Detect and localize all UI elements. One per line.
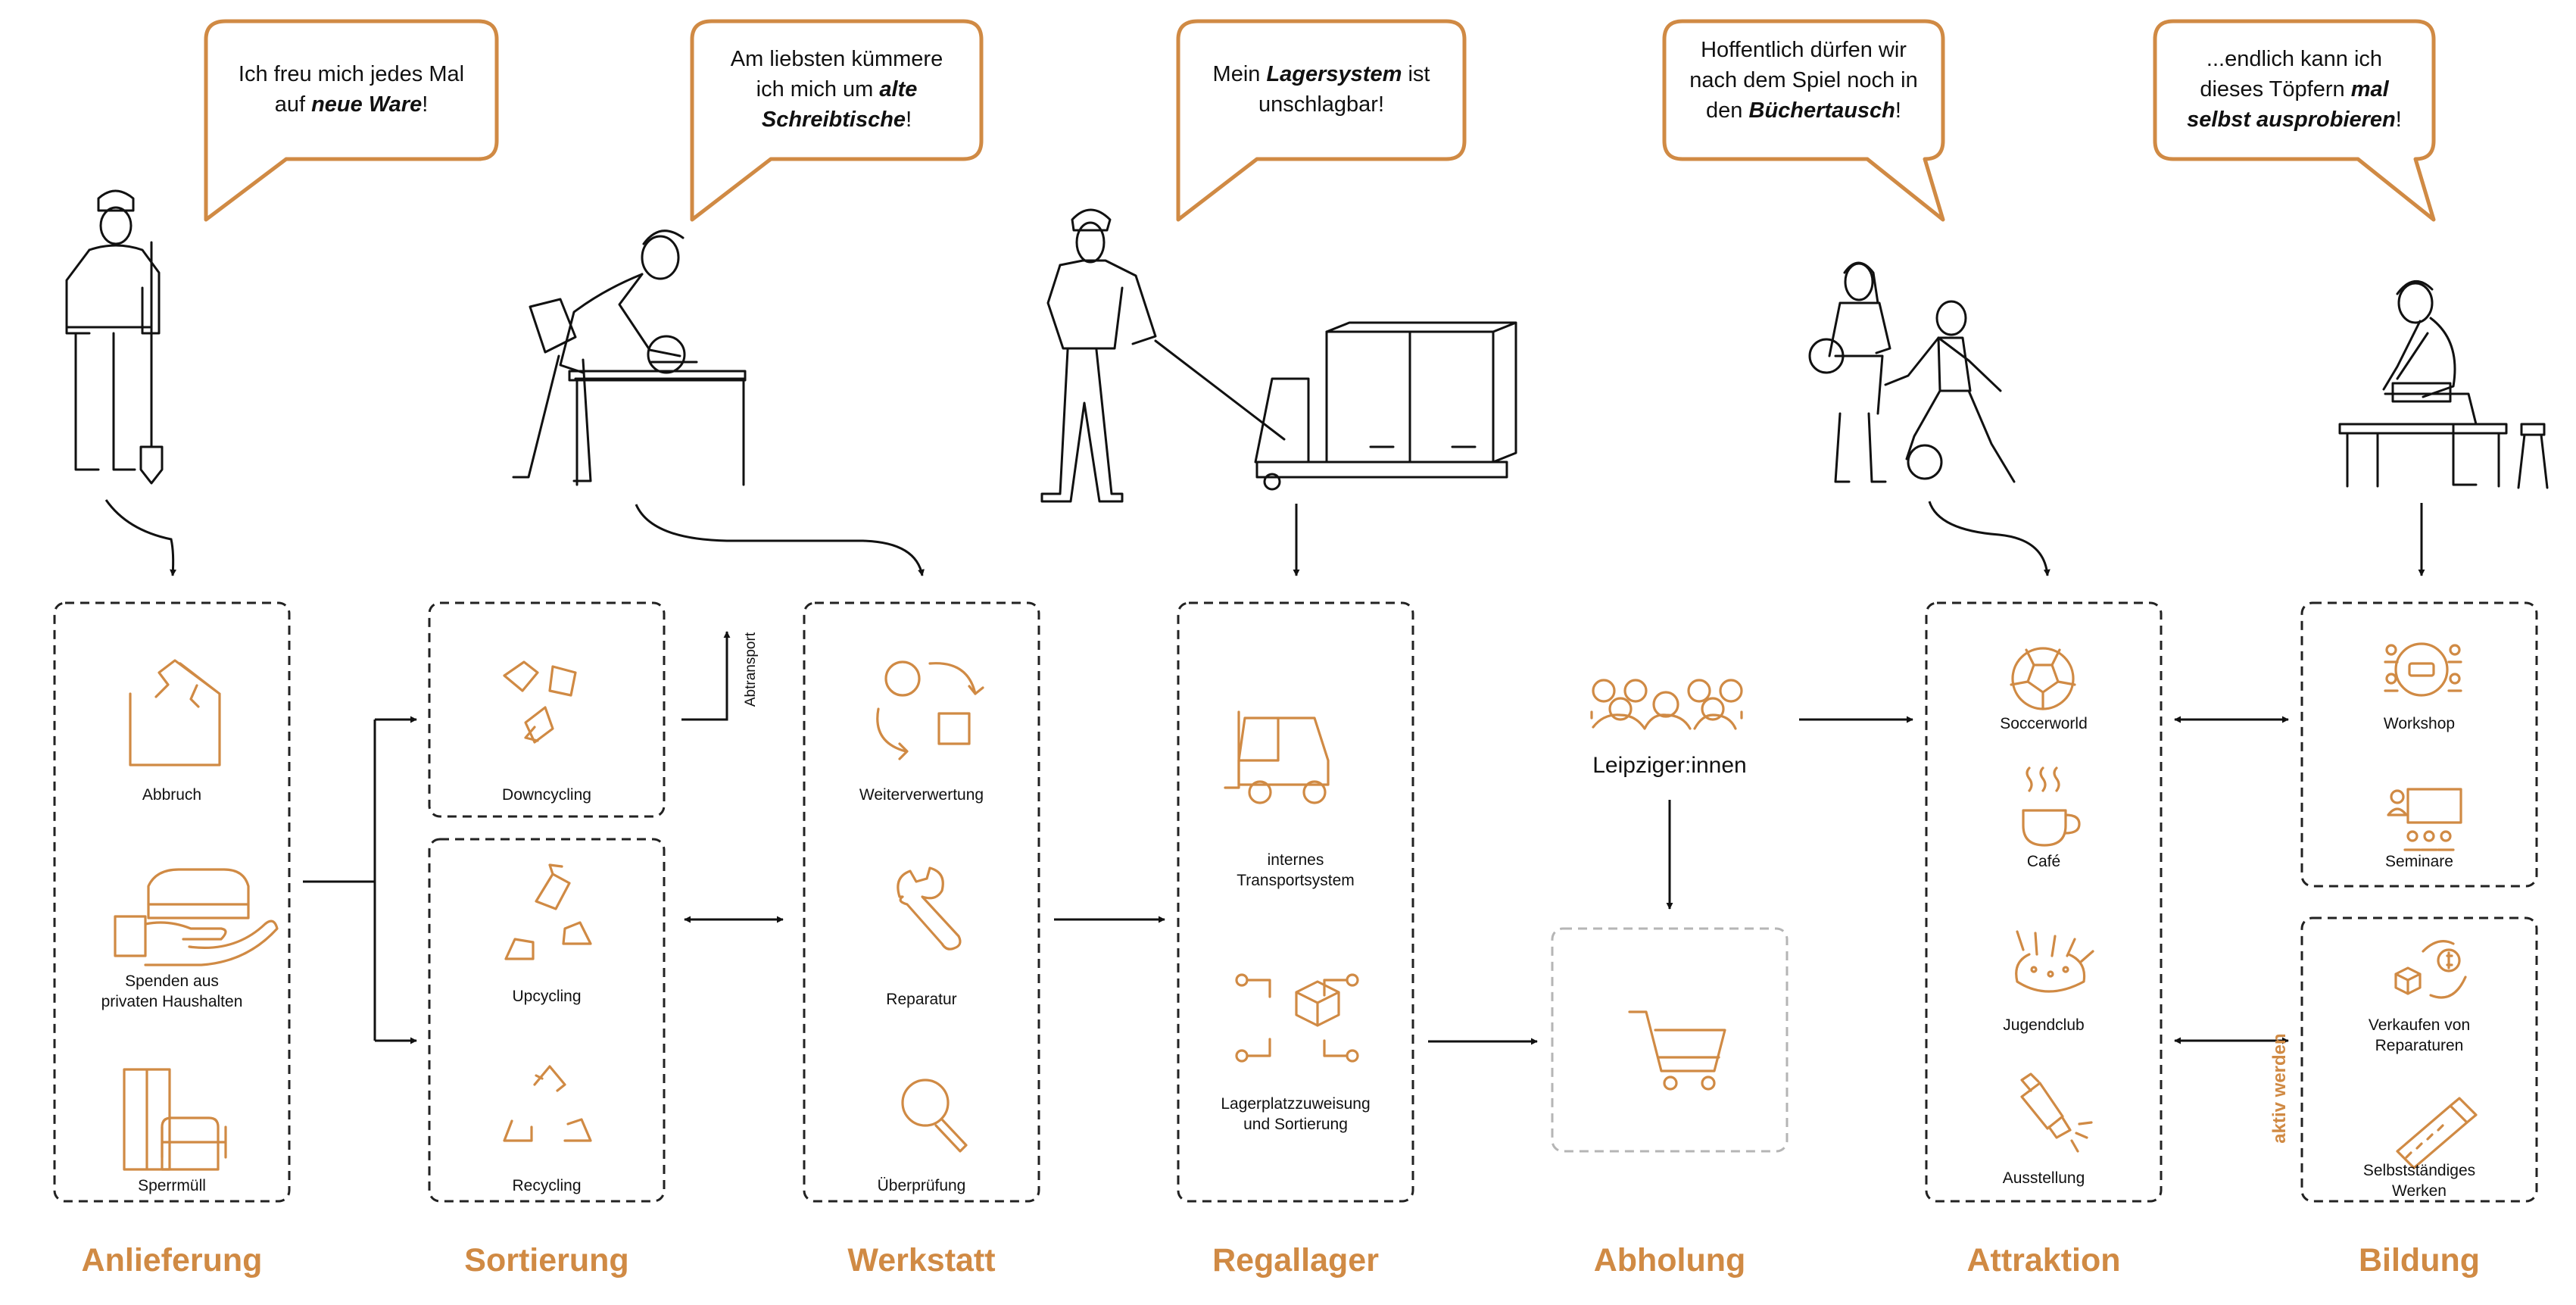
- speech-text-4: Hoffentlich dürfen wir nach dem Spiel no…: [1664, 35, 1943, 126]
- label-selbst: Selbstständiges Werken: [2362, 1162, 2476, 1200]
- children-football-illustration: [1808, 261, 2016, 483]
- label-cafe: Café: [2026, 853, 2061, 870]
- box-regallager: [1177, 601, 1414, 1203]
- label-spenden: Spenden aus privaten Haushalten: [101, 973, 243, 1010]
- speech-bubble-1: [204, 19, 499, 222]
- label-lagerplatz: Lagerplatzzuweisung und Sortierung: [1221, 1095, 1371, 1133]
- label-ausstellung: Ausstellung: [2002, 1169, 2085, 1187]
- box-anlieferung: [53, 601, 291, 1203]
- stage-attraktion: Attraktion: [1966, 1242, 2121, 1278]
- curve-arrow-1: [104, 499, 177, 576]
- downcycling-icon: [503, 660, 577, 744]
- curve-arrow-2: [635, 504, 925, 576]
- stage-anlieferung: Anlieferung: [81, 1242, 263, 1278]
- box-bildung-bottom: [2300, 916, 2538, 1203]
- upcycling-icon: [504, 863, 592, 960]
- label-seminare: Seminare: [2385, 853, 2453, 870]
- box-bildung-top: [2300, 601, 2538, 888]
- worker-shovel-illustration: [65, 189, 164, 485]
- football-icon: [2010, 647, 2076, 710]
- arrow-abtransport: [681, 631, 731, 721]
- curve-arrow-4: [1928, 501, 2051, 576]
- stage-bildung: Bildung: [2358, 1242, 2480, 1278]
- stage-werkstatt: Werkstatt: [847, 1242, 996, 1278]
- seminar-icon: [2387, 788, 2462, 851]
- speech-text-1-pre: Ich freu mich jedes Mal auf: [238, 62, 465, 117]
- speech-text-3-pre: Mein: [1212, 62, 1267, 86]
- label-ueberpruefung: Überprüfung: [877, 1177, 966, 1194]
- box-downcycling: [428, 601, 666, 818]
- warehouse-worker-illustration: [1040, 208, 1517, 503]
- speech-bubble-3: [1176, 19, 1467, 222]
- label-upcycling: Upcycling: [512, 988, 582, 1005]
- speech-text-2-bold: alte Schreibtische: [761, 77, 918, 132]
- speech-bubble-5: [2153, 19, 2436, 222]
- magnifier-icon: [901, 1079, 968, 1153]
- label-sperrmuell: Sperrmüll: [138, 1177, 206, 1194]
- speech-text-5-post: !: [2395, 108, 2402, 132]
- label-soccerworld: Soccerworld: [2000, 715, 2088, 732]
- stage-regallager: Regallager: [1212, 1242, 1379, 1278]
- youth-club-icon: [2015, 930, 2094, 993]
- coffee-cup-icon: [2022, 766, 2081, 847]
- speech-text-5-pre: ...endlich kann ich dieses Töpfern: [2200, 47, 2383, 101]
- box-up-recycling: [428, 838, 666, 1203]
- hand-sofa-icon: [114, 868, 279, 966]
- spotlight-icon: [2020, 1072, 2093, 1153]
- reuse-cycle-icon: [876, 660, 984, 760]
- label-weiterverwertung: Weiterverwertung: [859, 786, 984, 804]
- label-abbruch: Abbruch: [142, 786, 202, 804]
- shopping-cart-icon: [1628, 1010, 1726, 1091]
- people-group-icon: [1590, 679, 1743, 730]
- speech-text-4-post: !: [1895, 98, 1901, 123]
- stage-abholung: Abholung: [1593, 1242, 1746, 1278]
- label-leipziger: Leipziger:innen: [1592, 753, 1747, 778]
- wrench-icon: [897, 866, 962, 951]
- speech-text-4-bold: Büchertausch: [1748, 98, 1895, 123]
- furniture-icon: [123, 1068, 227, 1171]
- label-downcycling: Downcycling: [502, 786, 591, 804]
- speech-bubble-2: [690, 19, 984, 222]
- speech-text-2: Am liebsten kümmere ich mich um alte Sch…: [692, 44, 981, 135]
- label-reparatur: Reparatur: [886, 991, 957, 1008]
- label-transport: internes Transportsystem: [1237, 851, 1355, 889]
- workshop-icon: [2384, 642, 2462, 697]
- box-abholung: [1551, 927, 1789, 1153]
- label-verkaufen: Verkaufen von Reparaturen: [2368, 1016, 2471, 1054]
- label-aktiv-werden: aktiv werden: [2269, 1033, 2290, 1144]
- forklift-icon: [1224, 710, 1330, 804]
- split-line: [303, 720, 376, 1041]
- speech-text-1: Ich freu mich jedes Mal auf neue Ware!: [206, 59, 497, 120]
- recycling-icon: [503, 1065, 592, 1142]
- speech-text-5: ...endlich kann ich dieses Töpfern mal s…: [2155, 44, 2434, 135]
- stage-sortierung: Sortierung: [464, 1242, 629, 1278]
- speech-text-4-pre: Hoffentlich dürfen wir nach dem Spiel no…: [1689, 38, 1918, 123]
- label-recycling: Recycling: [512, 1177, 582, 1194]
- speech-text-3-post: ist unschlagbar!: [1258, 62, 1430, 117]
- speech-text-3-bold: Lagersystem: [1266, 62, 1402, 86]
- storage-cube-icon: [1235, 973, 1359, 1063]
- broken-house-icon: [129, 659, 221, 766]
- speech-text-5-bold: mal selbst ausprobieren: [2187, 77, 2396, 132]
- speech-text-3: Mein Lagersystem ist unschlagbar!: [1178, 59, 1464, 120]
- speech-text-2-pre: Am liebsten kümmere ich mich um: [730, 47, 943, 101]
- box-werkstatt: [803, 601, 1040, 1203]
- box-attraktion: [1925, 601, 2163, 1203]
- saw-icon: [2396, 1097, 2478, 1169]
- pottery-person-illustration: [2338, 280, 2549, 489]
- sell-repairs-icon: [2394, 940, 2467, 999]
- speech-text-1-bold: neue Ware: [311, 92, 423, 117]
- speech-text-2-post: !: [906, 108, 912, 132]
- label-abtransport: Abtransport: [743, 632, 759, 707]
- speech-text-1-post: !: [422, 92, 429, 117]
- label-workshop: Workshop: [2383, 715, 2456, 732]
- carpenter-illustration: [512, 229, 747, 486]
- label-jugendclub: Jugendclub: [2003, 1016, 2085, 1034]
- speech-bubble-4: [1662, 19, 1945, 222]
